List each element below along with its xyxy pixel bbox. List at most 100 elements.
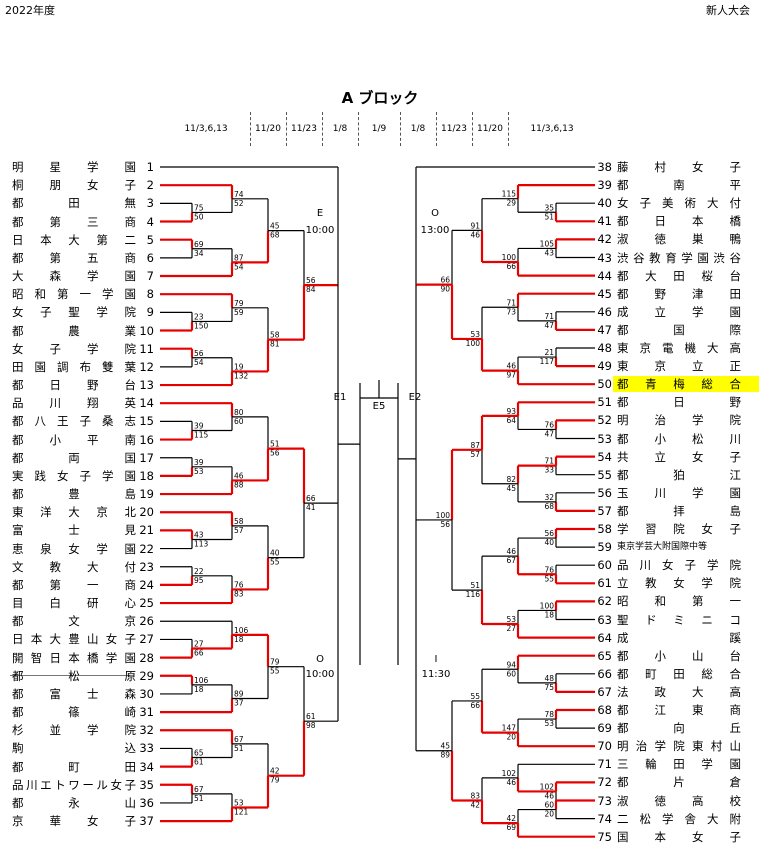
- seed-number: 4: [146, 214, 154, 229]
- match-score: 45: [270, 222, 280, 231]
- match-score: 60: [506, 669, 516, 678]
- seed-number: 30: [139, 686, 154, 701]
- team-name: 都永山: [12, 795, 136, 810]
- team-name: 立教女学院: [617, 576, 741, 591]
- seed-number: 69: [597, 721, 612, 736]
- seed-number: 9: [146, 305, 154, 320]
- match-score: 69: [506, 823, 516, 832]
- team-name: 日本大豊山女子: [12, 632, 136, 647]
- match-score: 67: [234, 735, 244, 744]
- match-score: 53: [544, 719, 554, 728]
- seed-number: 31: [139, 705, 154, 720]
- match-score: 37: [234, 698, 244, 707]
- seed-number: 43: [597, 250, 612, 265]
- match-score: 67: [506, 556, 516, 565]
- seed-number: 52: [597, 413, 612, 428]
- seed-number: 14: [139, 396, 154, 411]
- seed-number: 55: [597, 467, 612, 482]
- date-separator: [250, 112, 251, 146]
- match-score: 46: [506, 547, 516, 556]
- match-score: 51: [194, 794, 204, 803]
- team-name: 国本女子: [617, 829, 741, 844]
- date-separator: [400, 112, 401, 146]
- match-score: 42: [270, 767, 280, 776]
- match-score: 74: [234, 190, 244, 199]
- seed-number: 62: [597, 594, 612, 609]
- match-score: 75: [194, 203, 204, 212]
- seed-number: 2: [146, 178, 154, 193]
- match-score: 39: [194, 458, 204, 467]
- seed-number: 7: [146, 269, 154, 284]
- team-name: 都第一商: [12, 577, 136, 592]
- round-date: 11/23: [441, 124, 467, 134]
- seed-number: 15: [139, 414, 154, 429]
- match-score: 60: [544, 801, 554, 810]
- match-score: 43: [194, 530, 204, 539]
- date-separator: [508, 112, 509, 146]
- seed-number: 65: [597, 648, 612, 663]
- match-score: 98: [306, 721, 316, 730]
- seed-number: 41: [597, 214, 612, 229]
- seed-number: 8: [146, 287, 154, 302]
- seed-number: 54: [597, 449, 612, 464]
- seed-number: 42: [597, 232, 612, 247]
- team-name: 都田無: [12, 196, 136, 211]
- round-date: 1/8: [332, 124, 348, 134]
- match-score: 46: [234, 471, 244, 480]
- team-name: 開智日本橋学園: [12, 650, 136, 665]
- seed-number: 24: [139, 577, 154, 592]
- seed-number: 57: [597, 503, 612, 518]
- match-score: 106: [194, 676, 209, 685]
- team-highlight: [613, 376, 759, 393]
- match-score: 71: [544, 457, 554, 466]
- match-score: 32: [544, 493, 554, 502]
- match-score: 51: [234, 744, 244, 753]
- match-score: 54: [234, 262, 244, 271]
- match-score: 82: [506, 475, 516, 484]
- venue-label: E: [317, 208, 323, 219]
- match-score: 150: [194, 321, 209, 330]
- team-name: 都大田桜台: [617, 268, 741, 283]
- match-score: 51: [270, 440, 280, 449]
- seed-number: 64: [597, 630, 612, 645]
- seed-number: 66: [597, 666, 612, 681]
- match-score: 53: [470, 330, 480, 339]
- match-score: 29: [506, 199, 516, 208]
- seed-number: 21: [139, 523, 154, 538]
- venue-label: E5: [373, 401, 386, 412]
- team-name: 東京立正: [617, 359, 741, 374]
- team-name: 品川女子学院: [617, 558, 741, 573]
- match-score: 75: [544, 683, 554, 692]
- team-name: 田園調布雙葉: [12, 359, 136, 374]
- match-score: 90: [440, 285, 450, 294]
- match-score: 106: [234, 626, 249, 635]
- match-score: 79: [270, 776, 280, 785]
- team-name: 富士見: [12, 523, 136, 538]
- match-score: 76: [544, 565, 554, 574]
- match-score: 68: [544, 502, 554, 511]
- team-name: 杉並学院: [12, 723, 136, 738]
- match-score: 69: [194, 240, 204, 249]
- match-score: 61: [306, 712, 316, 721]
- seed-number: 32: [139, 723, 154, 738]
- match-score: 89: [440, 751, 450, 760]
- team-name: 明治学院: [617, 413, 741, 428]
- team-name: 都日野台: [12, 378, 136, 393]
- seed-number: 3: [146, 196, 154, 211]
- match-score: 18: [544, 610, 554, 619]
- date-separator: [322, 112, 323, 146]
- match-score: 78: [544, 710, 554, 719]
- match-score: 27: [194, 640, 204, 649]
- match-score: 66: [194, 649, 204, 658]
- match-score: 57: [470, 450, 480, 459]
- team-name: 都富士森: [12, 686, 136, 701]
- match-score: 87: [470, 441, 480, 450]
- team-name: 都狛江: [617, 467, 741, 482]
- match-score: 33: [544, 466, 554, 475]
- team-name: 品川翔英: [12, 396, 136, 411]
- seed-number: 22: [139, 541, 154, 556]
- round-date: 11/20: [255, 124, 281, 134]
- team-name: 藤村女子: [617, 160, 741, 174]
- match-score: 53: [194, 467, 204, 476]
